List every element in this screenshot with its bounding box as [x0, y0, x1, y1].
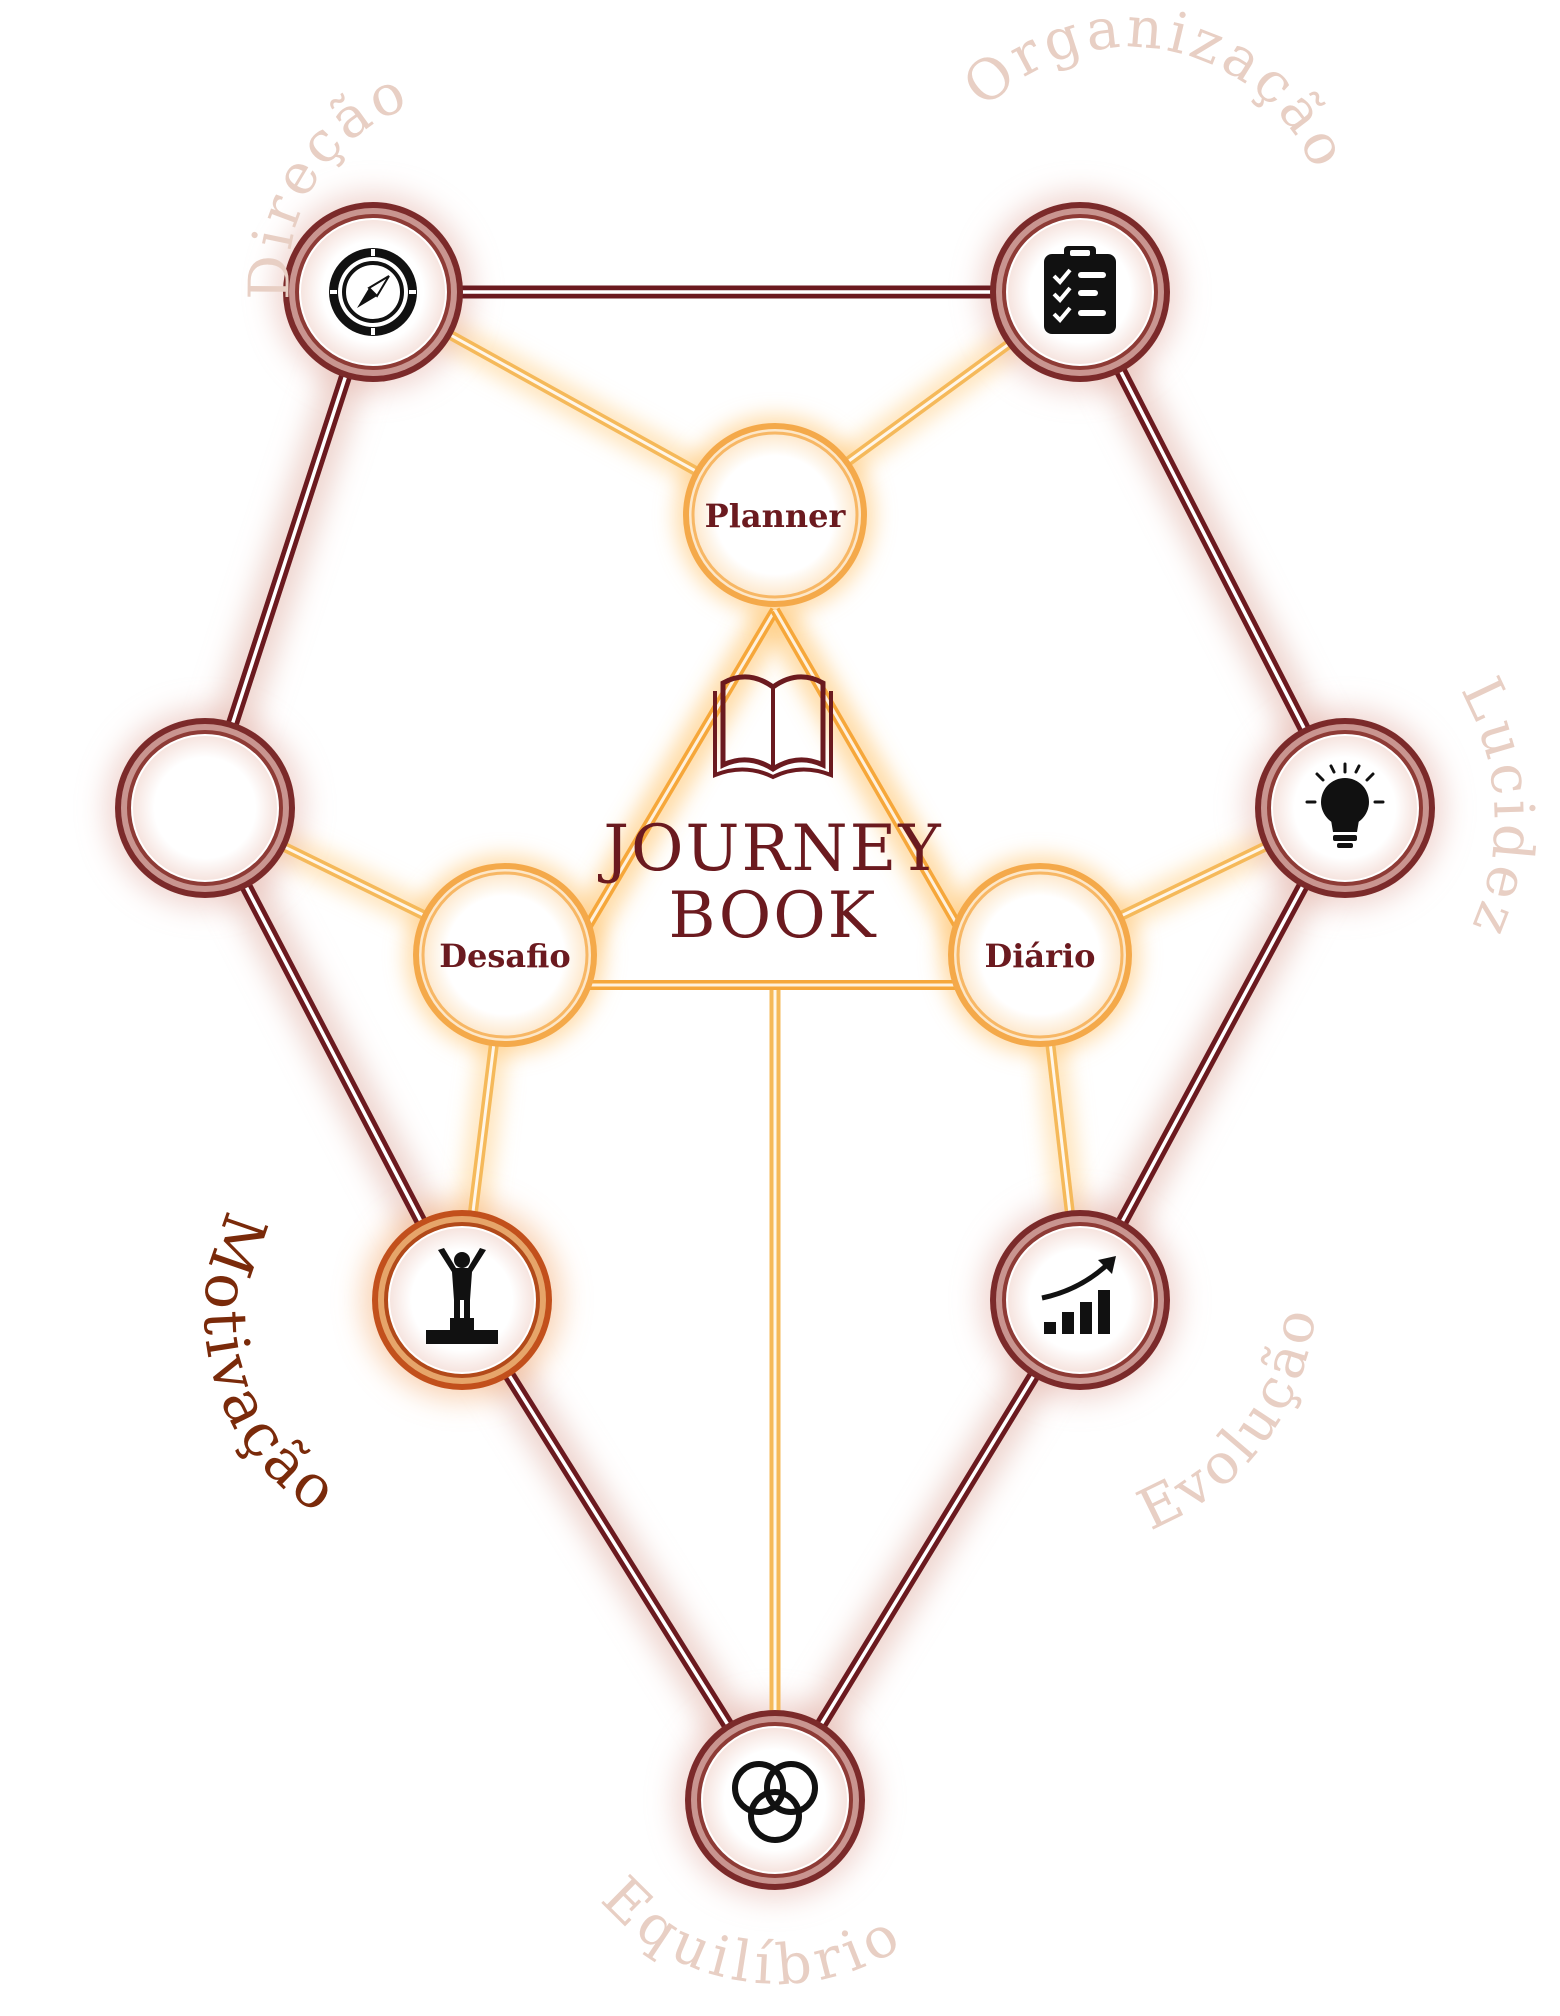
- node-organizacao: [990, 202, 1170, 382]
- compass-icon: [329, 248, 417, 336]
- node-direcao: [283, 202, 463, 382]
- edge-lucidez-evolucao: [1074, 804, 1351, 1304]
- podium-person-icon: [426, 1248, 498, 1344]
- clipboard-checklist-icon: [1044, 246, 1116, 334]
- lightbulb-icon: [1305, 762, 1385, 848]
- title-line-2: BOOK: [669, 879, 878, 953]
- node-desafio: Desafio: [413, 863, 597, 1047]
- label-lucidez: Lucidez: [1448, 668, 1546, 949]
- node-equilibrio: [685, 1710, 865, 1890]
- node-motivacao: [372, 1210, 552, 1390]
- edge-equilibrio-motivacao: [456, 1296, 781, 1804]
- three-rings-icon: [732, 1761, 818, 1843]
- label-motivacao: Motivação: [189, 1204, 352, 1528]
- node-label-planner: Planner: [705, 497, 847, 535]
- open-book-icon: [713, 674, 833, 780]
- title-line-1: JOURNEY: [597, 812, 942, 886]
- edge-motivacao-empty: [199, 804, 468, 1304]
- edge-evolucao-equilibrio: [769, 1296, 1086, 1804]
- label-organizacao: Organização: [951, 0, 1361, 180]
- node-label-diario: Diário: [985, 937, 1096, 975]
- node-label-desafio: Desafio: [439, 937, 570, 975]
- edge-empty-direcao: [198, 289, 380, 811]
- node-empty: [115, 718, 295, 898]
- node-planner: Planner: [683, 423, 867, 607]
- edge-organizacao-lucidez: [1074, 289, 1351, 811]
- node-lucidez: [1255, 718, 1435, 898]
- center-title: JOURNEY BOOK: [597, 674, 942, 953]
- node-diario: Diário: [948, 863, 1132, 1047]
- growth-chart-icon: [1041, 1256, 1116, 1334]
- node-evolucao: [990, 1210, 1170, 1390]
- outer-nodes: [115, 202, 1435, 1890]
